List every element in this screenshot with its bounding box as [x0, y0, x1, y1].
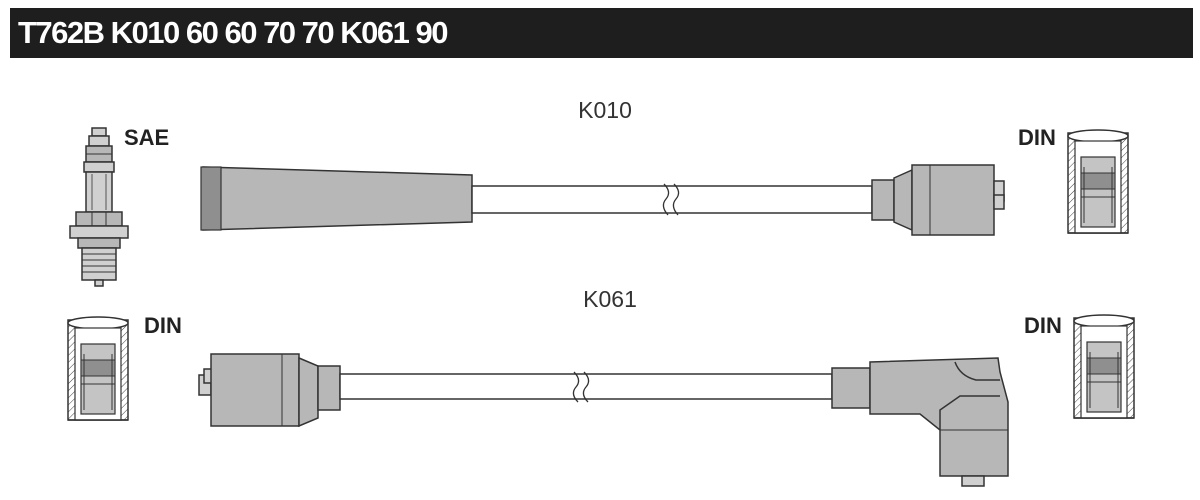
cable-top — [471, 183, 873, 216]
distributor-boot-left — [198, 353, 341, 428]
label-sae: SAE — [124, 125, 169, 150]
straight-boot-left — [200, 166, 473, 231]
header-bar: T762B K010 60 60 70 70 K061 90 — [10, 8, 1193, 58]
label-din-bottom-left: DIN — [144, 313, 182, 338]
label-k061: K061 — [583, 286, 637, 312]
din-socket-top-right — [1067, 129, 1129, 234]
distributor-boot-right — [871, 164, 1005, 236]
spark-plug-sae — [69, 127, 129, 287]
angled-boot-right — [831, 357, 1009, 487]
label-din-top-right: DIN — [1018, 125, 1056, 150]
din-socket-bottom-left — [67, 316, 129, 421]
cable-bottom — [339, 371, 833, 403]
label-k010: K010 — [578, 97, 632, 123]
label-din-bottom-right: DIN — [1024, 313, 1062, 338]
din-socket-bottom-right — [1073, 314, 1135, 419]
